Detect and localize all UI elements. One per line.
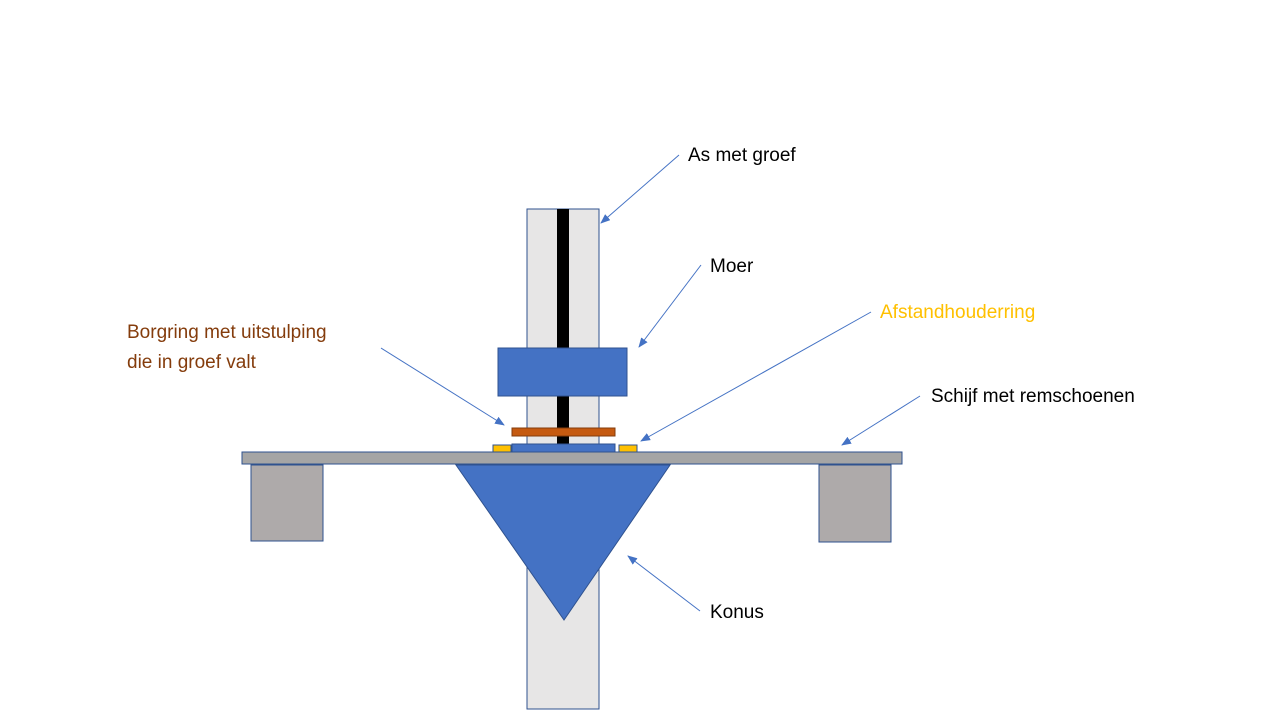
shaft-groove [557,209,569,445]
retaining-ring [511,427,616,437]
arrow-shaft [600,154,680,224]
cone [455,464,671,621]
label-spacer: Afstandhouderring [880,302,1035,323]
disc [241,451,903,465]
arrow-disc [841,395,921,446]
label-nut: Moer [710,256,754,277]
arrow-cone [627,555,701,612]
arrow-nut [638,264,702,348]
label-cone: Konus [710,602,764,623]
brake-shoe-right [818,464,892,543]
arrow-retaining-ring [380,347,505,426]
label-retaining-ring-line1: Borgring met uitstulping [127,322,327,343]
brake-shoe-left [250,464,324,542]
label-disc: Schijf met remschoenen [931,386,1135,407]
washer [511,443,616,453]
label-shaft: As met groef [688,145,796,166]
label-retaining-ring-line2: die in groef valt [127,352,257,373]
arrow-spacer [640,311,872,442]
nut [497,347,628,397]
spacer-ring-right [618,444,638,453]
spacer-ring-left [492,444,512,453]
